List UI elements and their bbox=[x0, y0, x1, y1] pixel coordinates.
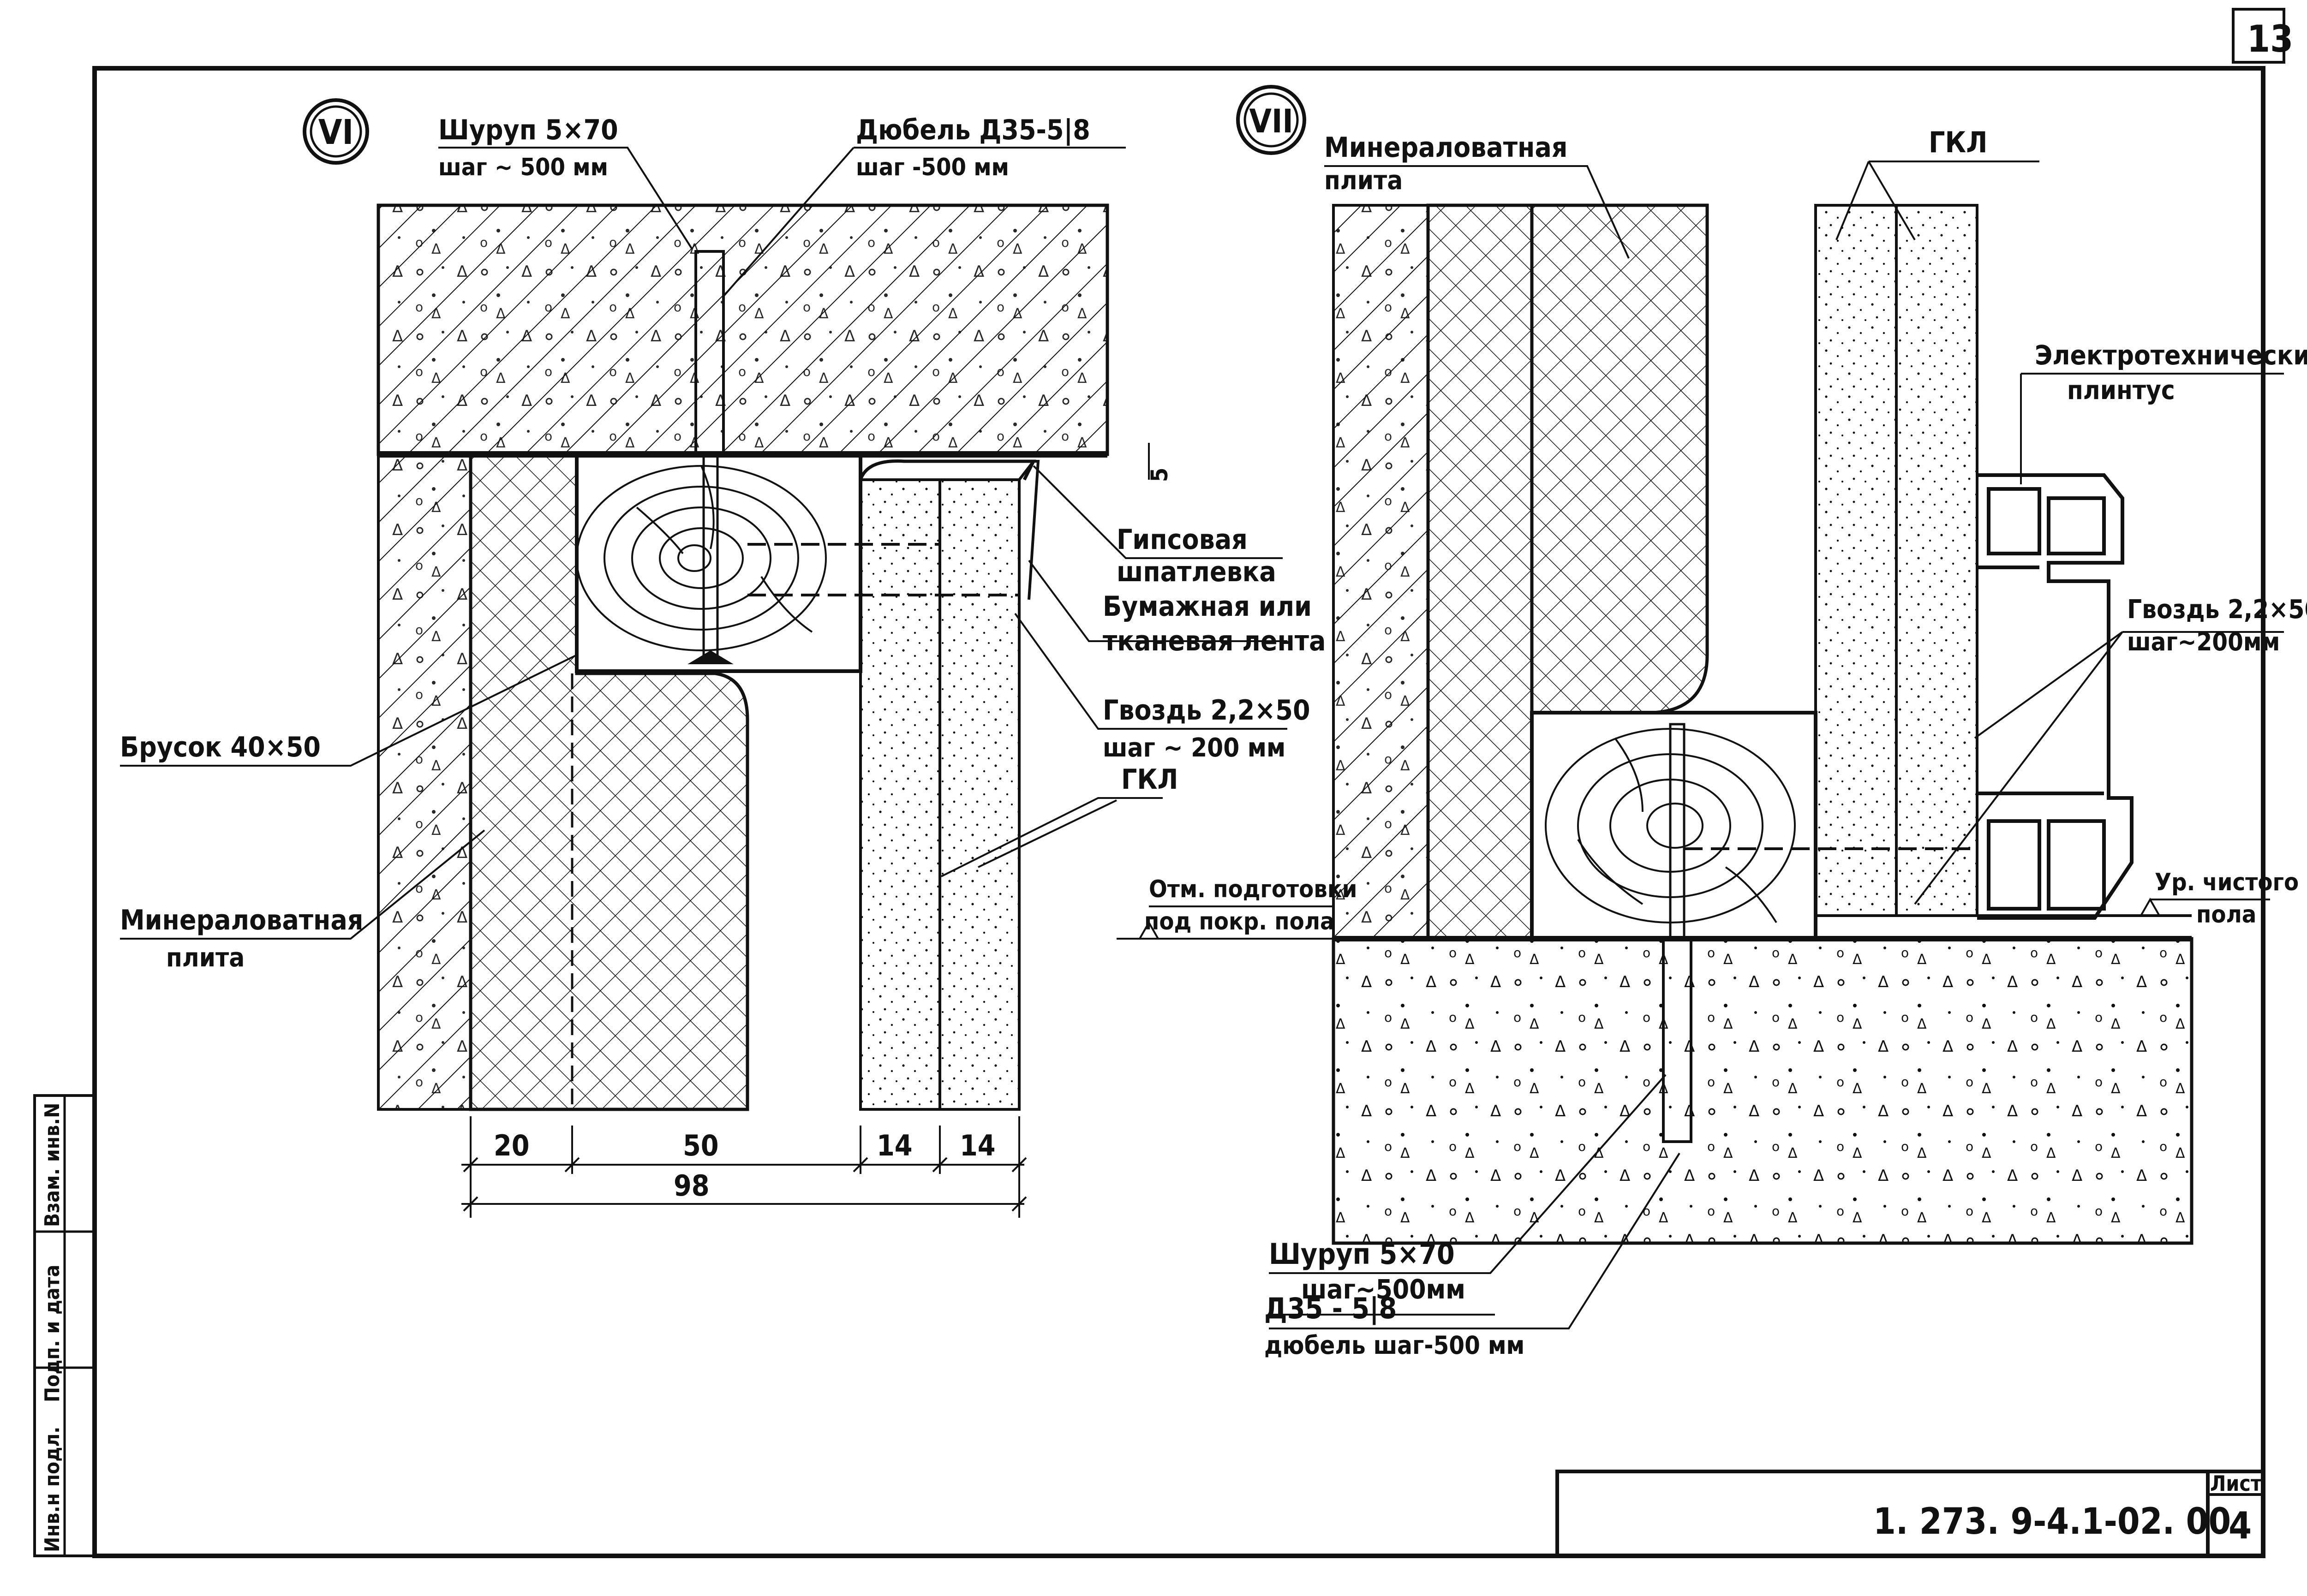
vi-dim-5: 5 bbox=[1146, 468, 1173, 482]
vi-dim-total: 98 bbox=[674, 1169, 710, 1203]
vii-insulation-thin bbox=[1428, 205, 1532, 939]
detail-vii-leaders bbox=[1269, 161, 2284, 1329]
detail-vi-leaders bbox=[120, 147, 1287, 940]
vi-dimensions bbox=[461, 1116, 1027, 1218]
vii-mineral-2: плита bbox=[1324, 166, 1403, 196]
mineral-wool-slab bbox=[471, 454, 747, 1109]
detail-vii-marker-text: VII bbox=[1249, 102, 1293, 140]
vi-gypsum-putty-1: Гипсовая bbox=[1117, 524, 1248, 556]
screw-and-dowel bbox=[687, 250, 734, 664]
vii-gkl-label: ГКЛ bbox=[1929, 125, 1987, 159]
vii-mineral-wool bbox=[1532, 205, 1707, 713]
putty-joint bbox=[859, 459, 1036, 481]
vii-plinth-1: Электротехнический bbox=[2035, 339, 2307, 371]
vi-nail-step: шаг ~ 200 мм bbox=[1103, 733, 1285, 763]
stamp-inv-podl: Инв.н подл. bbox=[41, 1427, 64, 1552]
vii-level-prep-1: Отм. подготовки bbox=[1149, 875, 1357, 903]
vii-dowel-code: Д35 - 5|8 bbox=[1264, 1292, 1397, 1326]
sheet-number-box bbox=[2232, 8, 2285, 64]
document-code: 1. 273. 9-4.1-02. 00 bbox=[1873, 1501, 2231, 1542]
vi-bar-label: Брусок 40×50 bbox=[120, 731, 321, 763]
vii-floor-slab bbox=[1333, 939, 2192, 1243]
detail-vi-marker-text: VI bbox=[318, 113, 353, 152]
stamp-vzam-inv: Взам. инв.N bbox=[41, 1103, 64, 1227]
vii-gkl-2 bbox=[1896, 205, 1977, 916]
vii-levels bbox=[1117, 897, 2270, 940]
vii-level-floor-1: Ур. чистого bbox=[2155, 869, 2299, 896]
detail-vii: VII bbox=[1117, 85, 2307, 1360]
detail-vi-marker bbox=[303, 98, 369, 165]
electrical-plinth bbox=[1977, 473, 2134, 920]
vi-gypsum-putty-2: шпатлевка bbox=[1117, 556, 1276, 588]
vii-wooden-bar bbox=[1530, 711, 1817, 941]
sheet-label: Лист bbox=[2210, 1471, 2262, 1496]
sheet-number: 13 bbox=[2247, 18, 2293, 60]
vi-mineral-label-1: Минераловатная bbox=[120, 904, 363, 936]
vi-dim-14a: 14 bbox=[877, 1129, 913, 1162]
vii-plinth-2: плинтус bbox=[2067, 375, 2175, 405]
gkl-board-2 bbox=[940, 480, 1019, 1109]
vi-gkl-label: ГКЛ bbox=[1121, 763, 1178, 796]
vii-nail-step: шаг~200мм bbox=[2127, 627, 2280, 656]
vi-tape-1: Бумажная или bbox=[1103, 590, 1312, 623]
vii-nail-label: Гвоздь 2,2×50 bbox=[2127, 595, 2307, 625]
vi-mineral-label-2: плита bbox=[166, 943, 245, 973]
vi-dim-20: 20 bbox=[494, 1129, 530, 1162]
vii-dowel-step: дюбель шаг-500 мм bbox=[1264, 1331, 1524, 1360]
vi-screw-label: Шуруп 5×70 bbox=[438, 114, 618, 146]
vi-dim-14b: 14 bbox=[960, 1129, 996, 1162]
sheet-frame: 13 bbox=[92, 8, 2293, 1558]
gkl-board-1 bbox=[861, 480, 940, 1109]
vi-screw-step: шаг ~ 500 мм bbox=[438, 154, 608, 181]
vi-dim-50: 50 bbox=[683, 1129, 719, 1162]
side-stamp: Инв.н подл. Подп. и дата Взам. инв.N bbox=[33, 1094, 96, 1557]
vii-level-prep-2: под покр. пола bbox=[1144, 908, 1335, 935]
vii-screw-label: Шуруп 5×70 bbox=[1269, 1237, 1455, 1271]
vi-dowel-step: шаг -500 мм bbox=[856, 154, 1009, 181]
detail-vii-marker bbox=[1236, 85, 1306, 155]
vi-tape-2: тканевая лента bbox=[1103, 625, 1326, 657]
sheet-value: 4 bbox=[2229, 1504, 2252, 1547]
vii-gkl-1 bbox=[1816, 205, 1896, 916]
vi-dowel-label: Дюбель Д35-5|8 bbox=[856, 114, 1090, 146]
stamp-podp-data: Подп. и дата bbox=[41, 1265, 64, 1402]
vii-level-floor-2: пола bbox=[2196, 901, 2256, 929]
detail-vi: VI bbox=[120, 98, 1326, 1218]
title-block: 1. 273. 9-4.1-02. 00 Лист 4 bbox=[1555, 1470, 2265, 1558]
vii-screw-step: шаг~500мм bbox=[1301, 1274, 1465, 1305]
vi-nail-label: Гвоздь 2,2×50 bbox=[1103, 694, 1310, 727]
vii-mineral-1: Минераловатная bbox=[1324, 131, 1567, 164]
